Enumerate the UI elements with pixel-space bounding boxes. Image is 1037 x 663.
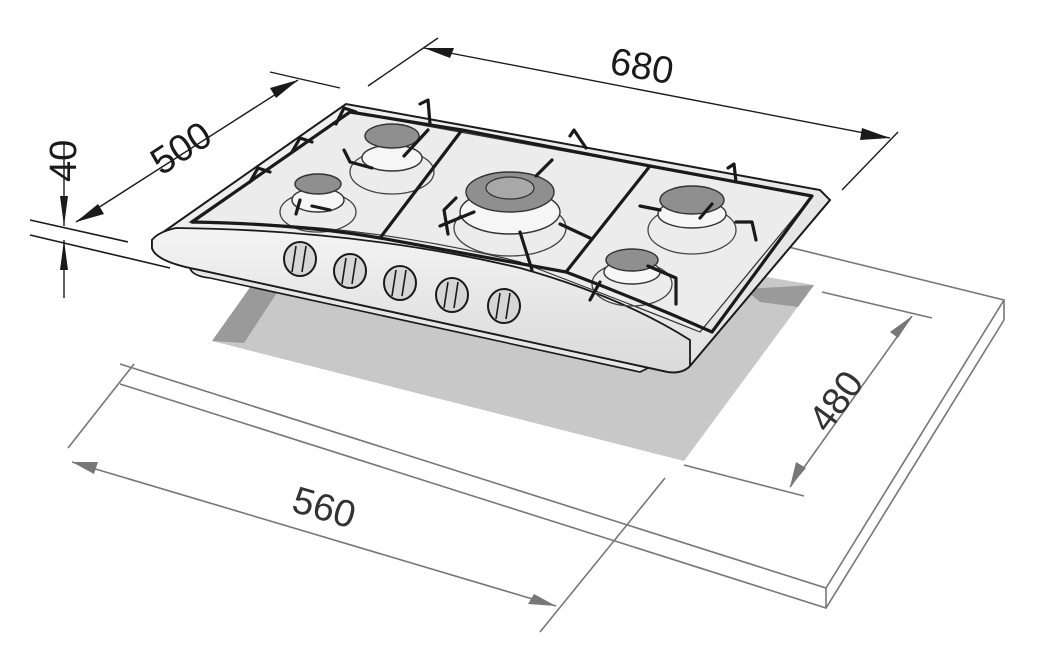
burner-rear-left	[349, 123, 435, 195]
knob-5[interactable]	[487, 288, 521, 324]
burner-front-right	[591, 248, 673, 307]
knob-3[interactable]	[383, 265, 417, 301]
dimension-hob-height: 40	[29, 140, 171, 298]
gas-hob	[151, 98, 832, 374]
burner-center-wok	[453, 171, 567, 257]
control-knobs	[283, 241, 521, 324]
burner-front-left	[279, 173, 357, 233]
label-560: 560	[288, 479, 361, 537]
label-40: 40	[43, 140, 85, 182]
pan-supports	[190, 98, 814, 334]
label-500: 500	[143, 114, 219, 184]
knob-2[interactable]	[333, 253, 367, 289]
knob-1[interactable]	[283, 241, 317, 277]
knob-4[interactable]	[435, 277, 469, 313]
label-480: 480	[801, 364, 872, 440]
burners	[279, 123, 737, 307]
dimension-cutout-width: 560	[67, 363, 666, 633]
